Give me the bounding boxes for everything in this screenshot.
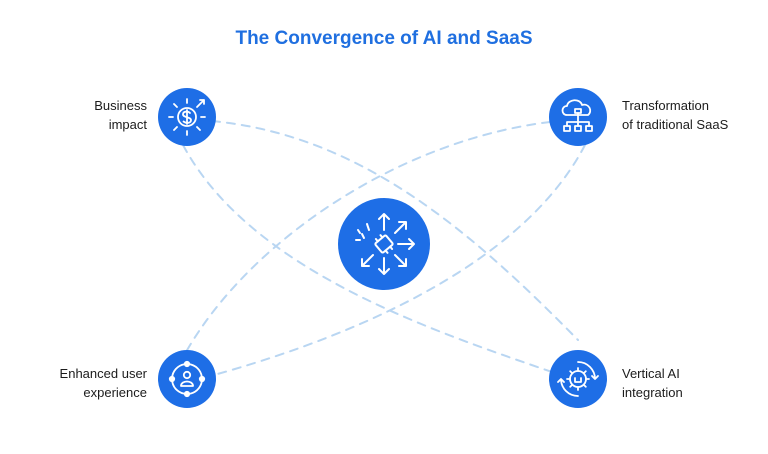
connector-business-to-vertical bbox=[211, 120, 579, 341]
label-business-impact: Business impact bbox=[94, 98, 147, 132]
node-business-impact bbox=[158, 88, 216, 146]
ai-chip-arrows-icon bbox=[355, 213, 415, 275]
page-title: The Convergence of AI and SaaS bbox=[235, 28, 533, 49]
node-transformation bbox=[549, 88, 607, 146]
node-vertical-ai bbox=[549, 350, 607, 408]
node-center bbox=[338, 198, 430, 290]
label-transformation: Transformation of traditional SaaS bbox=[622, 98, 729, 132]
node-enhanced-ux bbox=[158, 350, 216, 408]
dollar-gear-icon bbox=[168, 98, 206, 136]
user-lock-icon bbox=[168, 360, 206, 398]
cloud-network-icon bbox=[561, 99, 593, 132]
gear-cycle-icon bbox=[557, 361, 599, 397]
label-vertical-ai: Vertical AI integration bbox=[622, 366, 683, 400]
connector-lines bbox=[182, 120, 586, 376]
connector-transform-to-enhanced bbox=[185, 121, 551, 353]
connector-transform-down bbox=[213, 144, 586, 376]
label-enhanced-ux: Enhanced user experience bbox=[59, 366, 147, 400]
